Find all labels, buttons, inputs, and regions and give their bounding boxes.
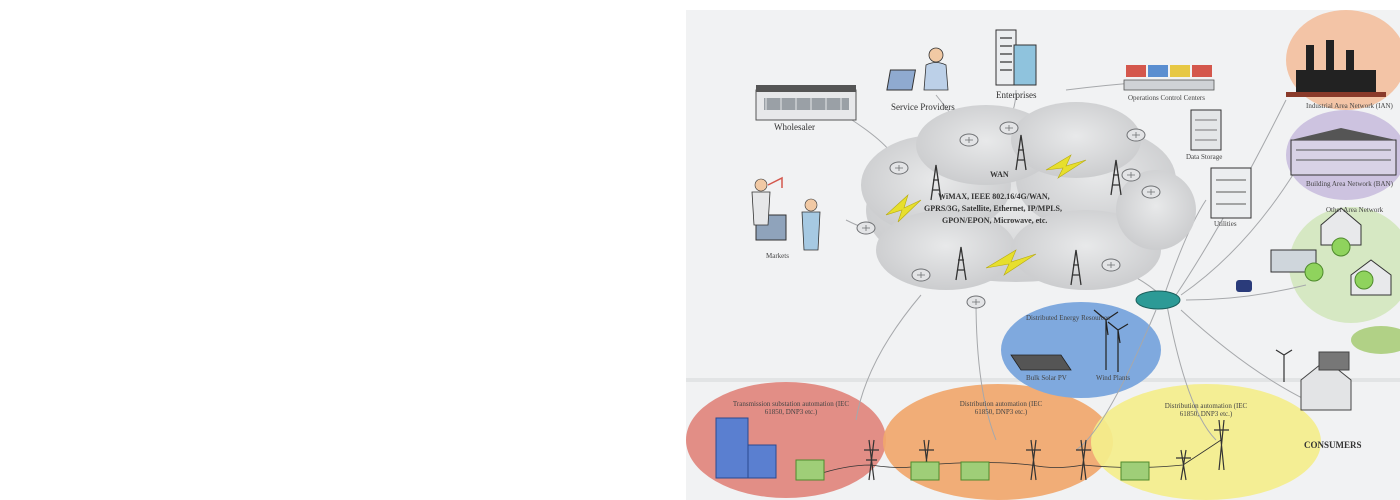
markets-icon [751,176,821,251]
distribution-zone [883,384,1113,500]
distributed-energy-label: Distributed Energy Resources [1026,314,1110,322]
diagram-canvas [686,10,1400,500]
bulk-pv-label: Bulk Solar PV [1026,374,1067,382]
building-label: Building Area Network (BAN) [1306,180,1393,188]
wholesaler-building-icon [755,85,857,121]
wireless-link-icon [885,154,1087,276]
gateway-icon [1135,290,1181,310]
building-area-icon [1290,128,1397,176]
network-tech-line-2: GPRS/3G, Satellite, Ethernet, IP/MPLS, [924,204,1062,213]
distribution-label: Distribution automation (IEC 61850, DNP3… [959,400,1043,417]
solar-panel-icon [1010,354,1072,371]
power-tower-icon [864,419,1229,481]
smart-grid-diagram: Wholesaler Service Providers Enterprises… [686,10,1400,500]
wind-plants-label: Wind Plants [1096,374,1131,382]
distribution-2-label: Distribution automation (IEC 61850, DNP3… [1164,402,1248,419]
utilities-server-icon [1210,167,1252,219]
network-tech-line-3: GPON/EPON, Microwave, etc. [942,216,1048,225]
wholesaler-label: Wholesaler [774,122,815,132]
network-cloud [861,102,1196,290]
data-storage-icon [1190,109,1222,151]
blank-area [0,0,686,500]
radio-tower-icon [930,134,1122,286]
transmission-label: Transmission substation automation (IEC … [732,400,850,417]
der-zone [1001,302,1161,398]
operations-label: Operations Control Centers [1128,94,1205,102]
other-label: Other Area Network [1326,206,1384,214]
network-tech-line-1: WiMAX, IEEE 802.16/4G/WAN, [938,192,1050,201]
service-provider-icon [886,47,949,91]
enterprise-building-icon [995,29,1037,86]
service-providers-label: Service Providers [891,102,955,112]
wan-label: WAN [990,170,1009,179]
operations-control-center-icon [1123,65,1215,91]
utilities-label: Utilities [1214,220,1237,228]
enterprises-label: Enterprises [996,90,1037,100]
markets-label: Markets [766,252,789,260]
industrial-label: Industrial Area Network (IAN) [1306,102,1393,110]
consumers-label: CONSUMERS [1304,440,1362,450]
consumer-house-icon [1275,349,1352,411]
factory-icon [1286,40,1386,97]
wind-turbine-icon [1093,309,1129,372]
substation-icon [715,417,1150,481]
data-storage-label: Data Storage [1186,153,1223,161]
